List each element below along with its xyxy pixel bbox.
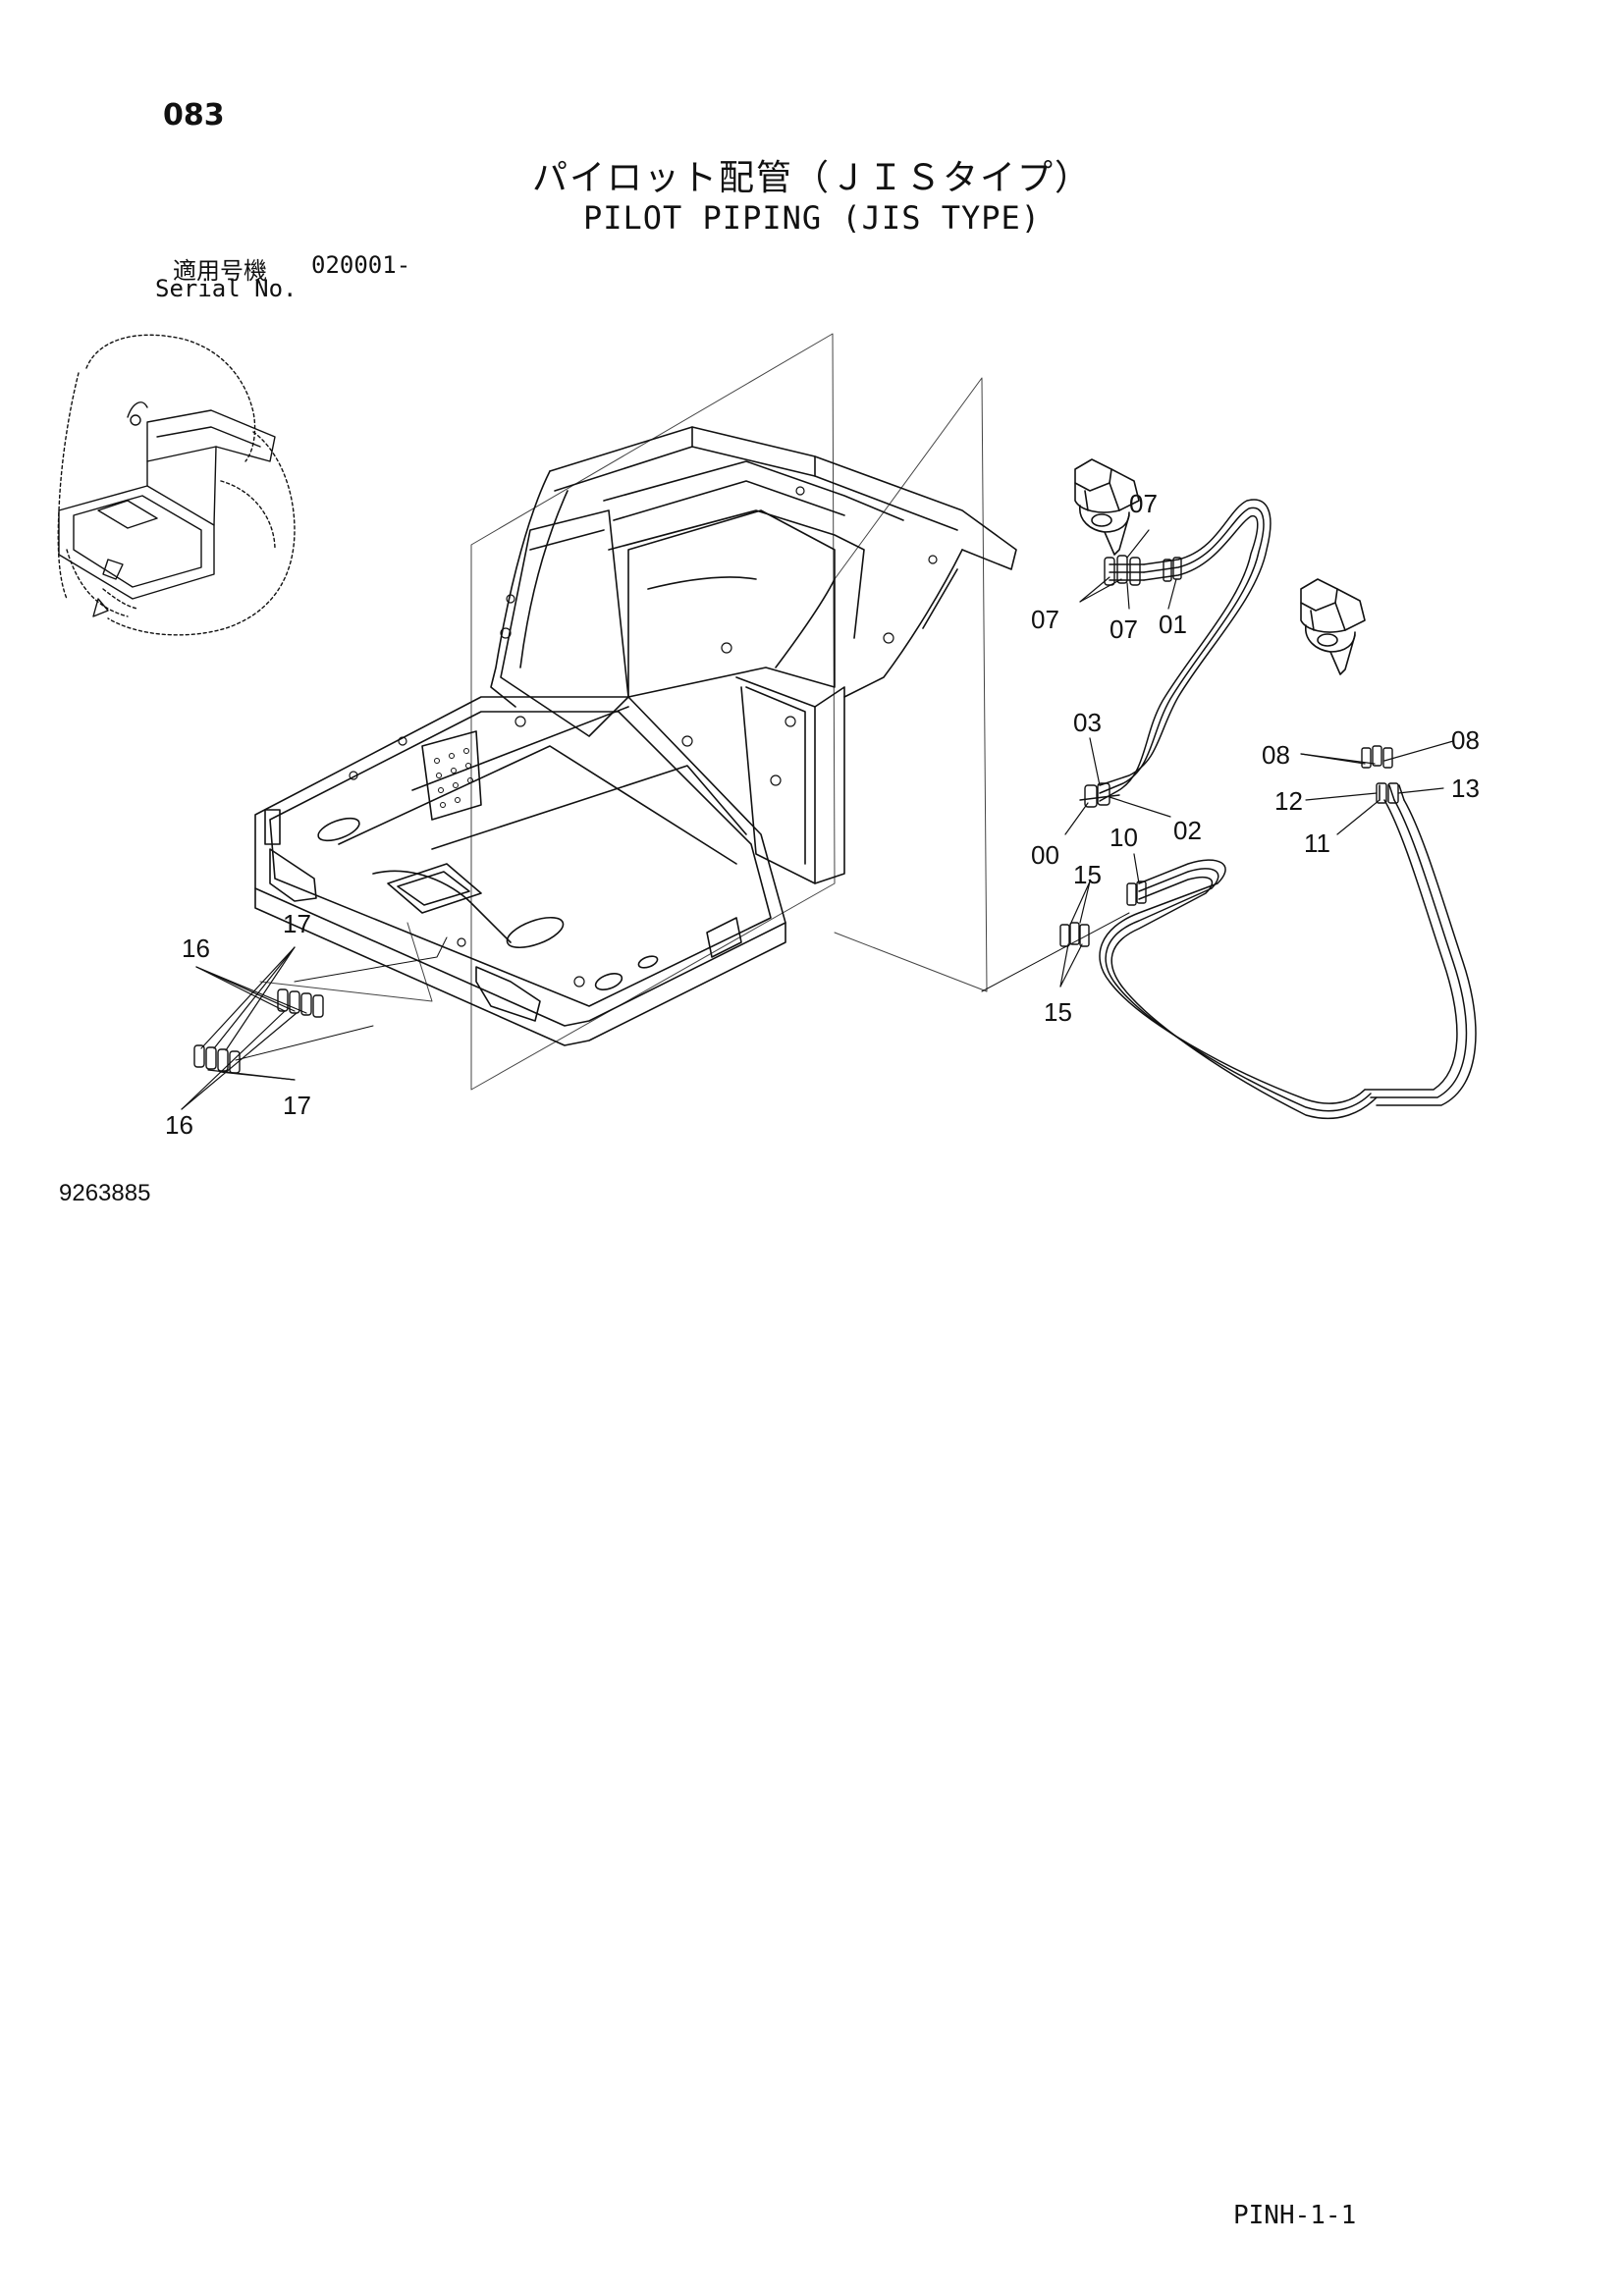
page-title-english: PILOT PIPING (JIS TYPE) (582, 199, 1042, 237)
fittings-10-15 (1059, 881, 1147, 947)
cab-frame (254, 333, 1017, 1091)
callout-leaders (181, 529, 1454, 1110)
hose-bundle-lower-left (1099, 859, 1378, 1120)
callout-13: 13 (1451, 774, 1480, 803)
serial-number: 020001- (311, 251, 411, 279)
callout-16-bottom: 16 (165, 1110, 193, 1140)
callout-11: 11 (1304, 828, 1330, 858)
page-title-japanese: パイロット配管（ＪＩＳタイプ） (531, 158, 1092, 198)
callout-16-top: 16 (182, 934, 210, 963)
fittings-08-12-13 (1361, 745, 1399, 804)
callout-17-bottom: 17 (283, 1091, 311, 1120)
callout-08-right: 08 (1451, 725, 1480, 755)
callout-labels: 07 07 07 01 03 02 00 10 15 15 08 08 12 1… (165, 489, 1480, 1140)
hose-bundle-right (1364, 784, 1477, 1106)
fittings-03-02-00 (1079, 782, 1120, 808)
callout-10: 10 (1110, 823, 1138, 852)
callout-08-left: 08 (1262, 740, 1290, 770)
page-number: 083 (163, 98, 225, 133)
callout-07-bottom: 07 (1110, 614, 1138, 644)
callout-12: 12 (1274, 786, 1303, 816)
hose-bundle-upper (1099, 499, 1272, 802)
serial-label-japanese: 適用号機 (173, 257, 267, 285)
callout-15-top: 15 (1073, 860, 1102, 889)
callout-07-left: 07 (1031, 605, 1059, 634)
drawing-number: 9263885 (59, 1180, 151, 1206)
inset-machine-overview (57, 334, 296, 636)
callout-00: 00 (1031, 840, 1059, 870)
connector-leaders (235, 912, 1130, 1061)
page-code: PINH-1-1 (1233, 2201, 1357, 2230)
pilot-valve-upper (1074, 458, 1140, 556)
callout-17-top: 17 (283, 909, 311, 938)
pilot-valve-right (1300, 578, 1366, 675)
callout-01: 01 (1159, 610, 1187, 639)
callout-02: 02 (1173, 816, 1202, 845)
callout-03: 03 (1073, 708, 1102, 737)
serial-label-english: Serial No. (155, 275, 298, 302)
callout-15-bottom: 15 (1044, 997, 1072, 1027)
callout-07-top: 07 (1129, 489, 1158, 518)
